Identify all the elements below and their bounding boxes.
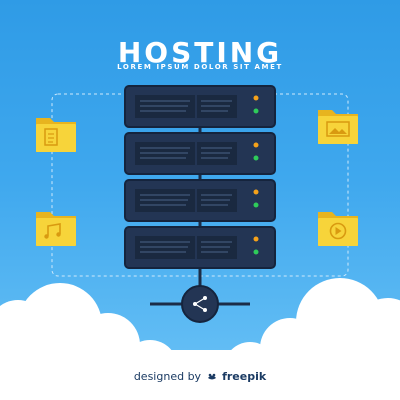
clouds <box>0 278 400 400</box>
server-unit-2 <box>124 132 276 175</box>
server-unit-1 <box>124 85 276 128</box>
status-led-green <box>253 202 259 208</box>
status-led-green <box>253 155 259 161</box>
share-icon <box>193 296 207 312</box>
status-led-orange <box>253 95 259 101</box>
status-led-orange <box>253 189 259 195</box>
page-title: HOSTING <box>117 36 283 69</box>
page-subtitle: LOREM IPSUM DOLOR SIT AMET <box>117 63 283 71</box>
status-led-orange <box>253 142 259 148</box>
video-folder-icon <box>318 212 358 246</box>
footer-credit: designed by freepik <box>0 370 400 383</box>
freepik-logo-icon <box>207 373 216 380</box>
image-folder-icon <box>318 110 358 144</box>
credit-prefix: designed by <box>133 370 202 383</box>
credit-brand[interactable]: freepik <box>222 370 267 383</box>
document-folder-icon <box>36 118 76 152</box>
status-led-green <box>253 249 259 255</box>
server-unit-4 <box>124 226 276 269</box>
status-led-orange <box>253 236 259 242</box>
server-unit-3 <box>124 179 276 222</box>
status-led-green <box>253 108 259 114</box>
hub-circle <box>181 285 219 323</box>
music-folder-icon <box>36 212 76 246</box>
